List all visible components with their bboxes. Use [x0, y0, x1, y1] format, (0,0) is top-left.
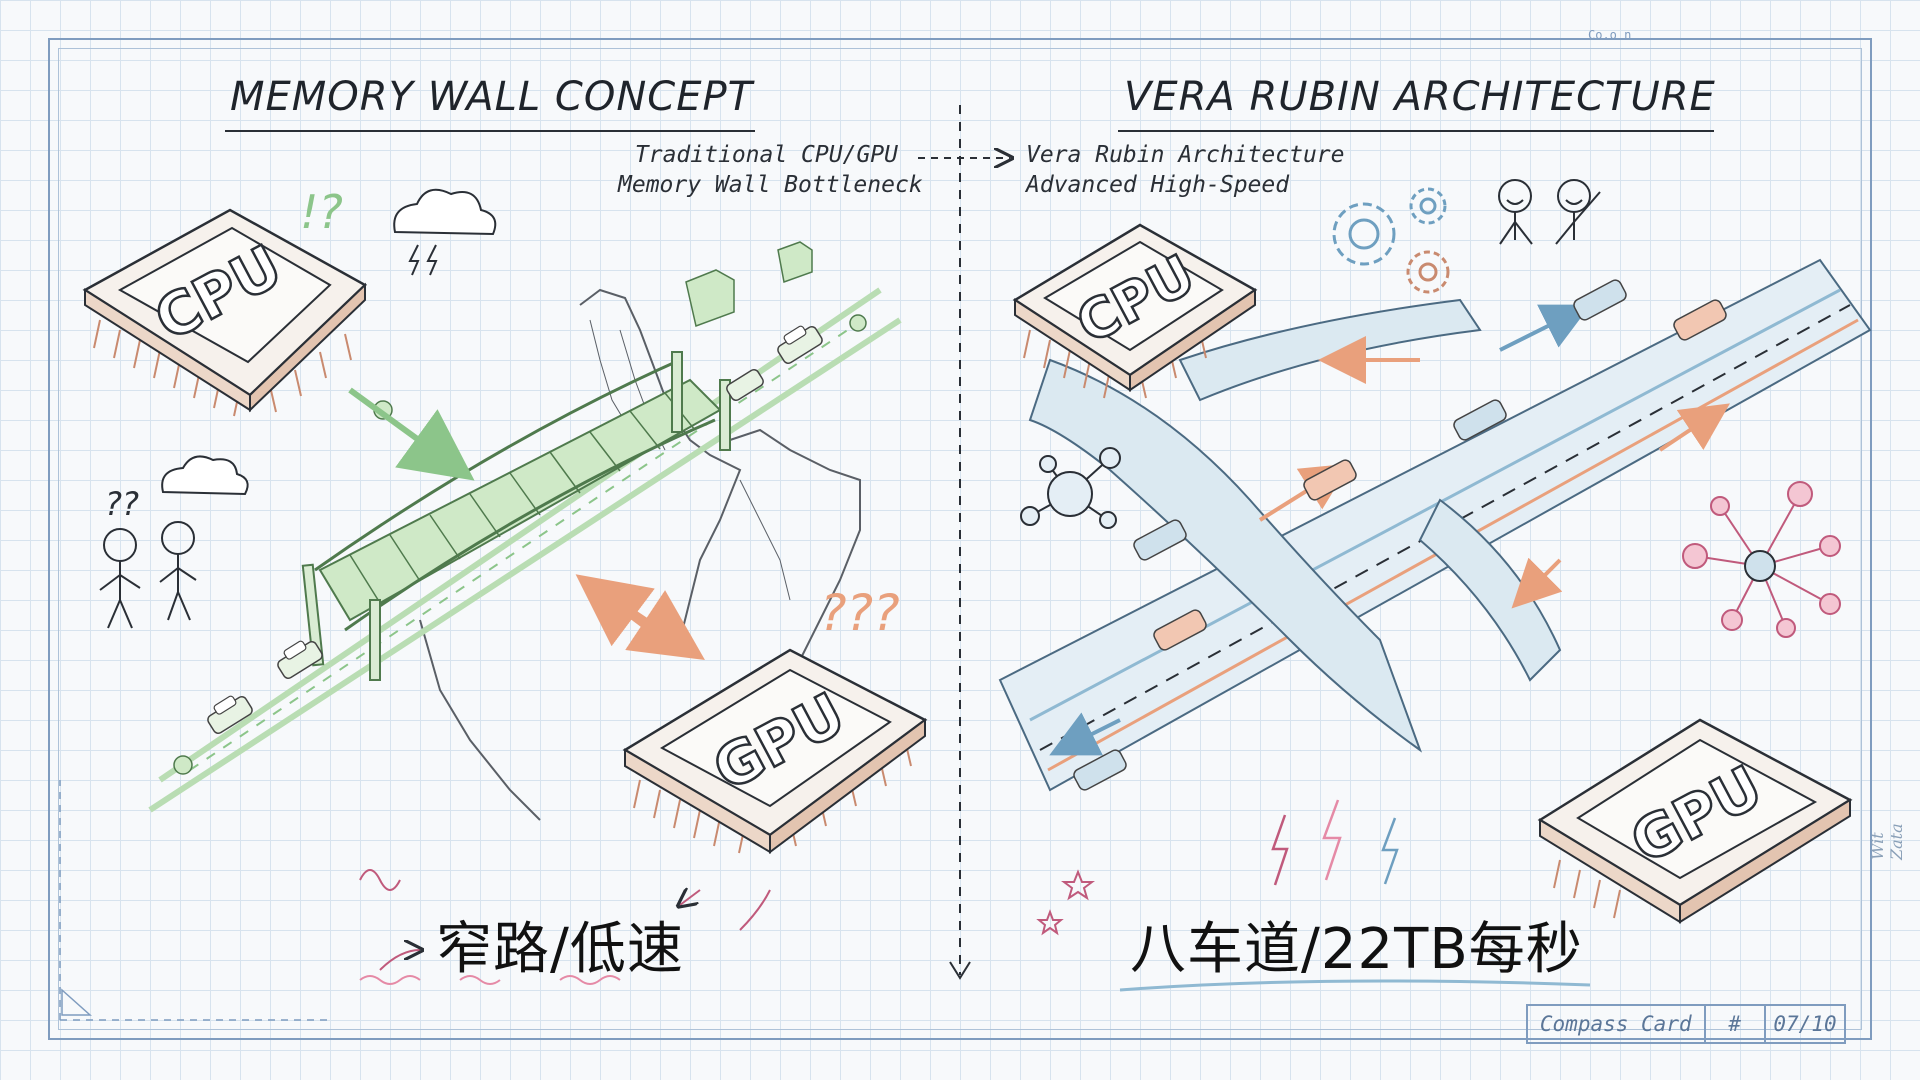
narrow-road: [148, 287, 902, 813]
car-left-4: [726, 368, 764, 402]
gpu-chip-left: GPU: [622, 648, 928, 854]
footer-card-page: 07/10: [1773, 1012, 1837, 1036]
exclaim-question-mark: !?: [300, 185, 343, 239]
question-mark-small: ??: [105, 485, 139, 523]
rope-bridge: [301, 351, 731, 681]
gear-icon: [1332, 187, 1450, 294]
confused-figures: [99, 521, 197, 629]
flow-arrow-cpu-bridge: [348, 387, 475, 481]
left-caption: 窄路/低速: [436, 917, 684, 982]
network-node-icon: [1020, 447, 1121, 529]
car-left-2: [207, 695, 253, 734]
car-left-1: [277, 640, 323, 679]
cpu-chip-left: CPU: [82, 208, 368, 417]
footer-card: Compass Card # 07/10: [1526, 1004, 1846, 1044]
transition-left-line1: Traditional CPU/GPU: [634, 142, 898, 168]
transition-right-notes: Vera Rubin Architecture Advanced High-Sp…: [1026, 140, 1345, 200]
lightning-bolt-icon: [1271, 799, 1399, 886]
right-panel-title: VERA RUBIN ARCHITECTURE: [1124, 74, 1716, 120]
right-caption: 八车道/22TB每秒: [1130, 917, 1583, 982]
transition-right-line2: Advanced High-Speed: [1026, 172, 1290, 198]
transition-left-line2: Memory Wall Bottleneck: [618, 172, 923, 198]
left-caption-doodles: [359, 869, 771, 985]
left-panel-title: MEMORY WALL CONCEPT: [230, 74, 754, 120]
right-caption-underline: [1119, 979, 1591, 992]
gpu-chip-right: GPU: [1537, 718, 1853, 924]
transition-left-notes: Traditional CPU/GPU Memory Wall Bottlene…: [618, 140, 923, 200]
transition-right-line1: Vera Rubin Architecture: [1026, 142, 1345, 168]
highway-cars: [1073, 279, 1727, 791]
page-frame-inner: [58, 48, 1862, 1030]
highway-cross: [1028, 298, 1562, 753]
right-title-underline: [1118, 130, 1714, 132]
corner-guides: [59, 780, 330, 1021]
happy-figures: [1498, 179, 1601, 245]
flow-arrow-bridge-gpu: [575, 574, 705, 660]
center-divider: [949, 105, 971, 980]
star-icon: [1036, 869, 1095, 936]
folder-icon: [685, 241, 813, 327]
footer-card-name: Compass Card: [1528, 1006, 1706, 1042]
network-hub-icon: [1682, 481, 1841, 638]
left-title-underline: [225, 130, 755, 132]
page-frame: [48, 38, 1872, 1040]
car-left-3: [777, 325, 823, 364]
footer-card-symbol: #: [1706, 1006, 1766, 1042]
cliff-right: [419, 428, 861, 821]
corner-note: Co.o n: [1588, 28, 1632, 42]
storm-cloud-icon: [161, 188, 497, 496]
question-marks-gpu: ???: [820, 584, 900, 642]
cpu-chip-right: CPU: [1012, 223, 1258, 399]
